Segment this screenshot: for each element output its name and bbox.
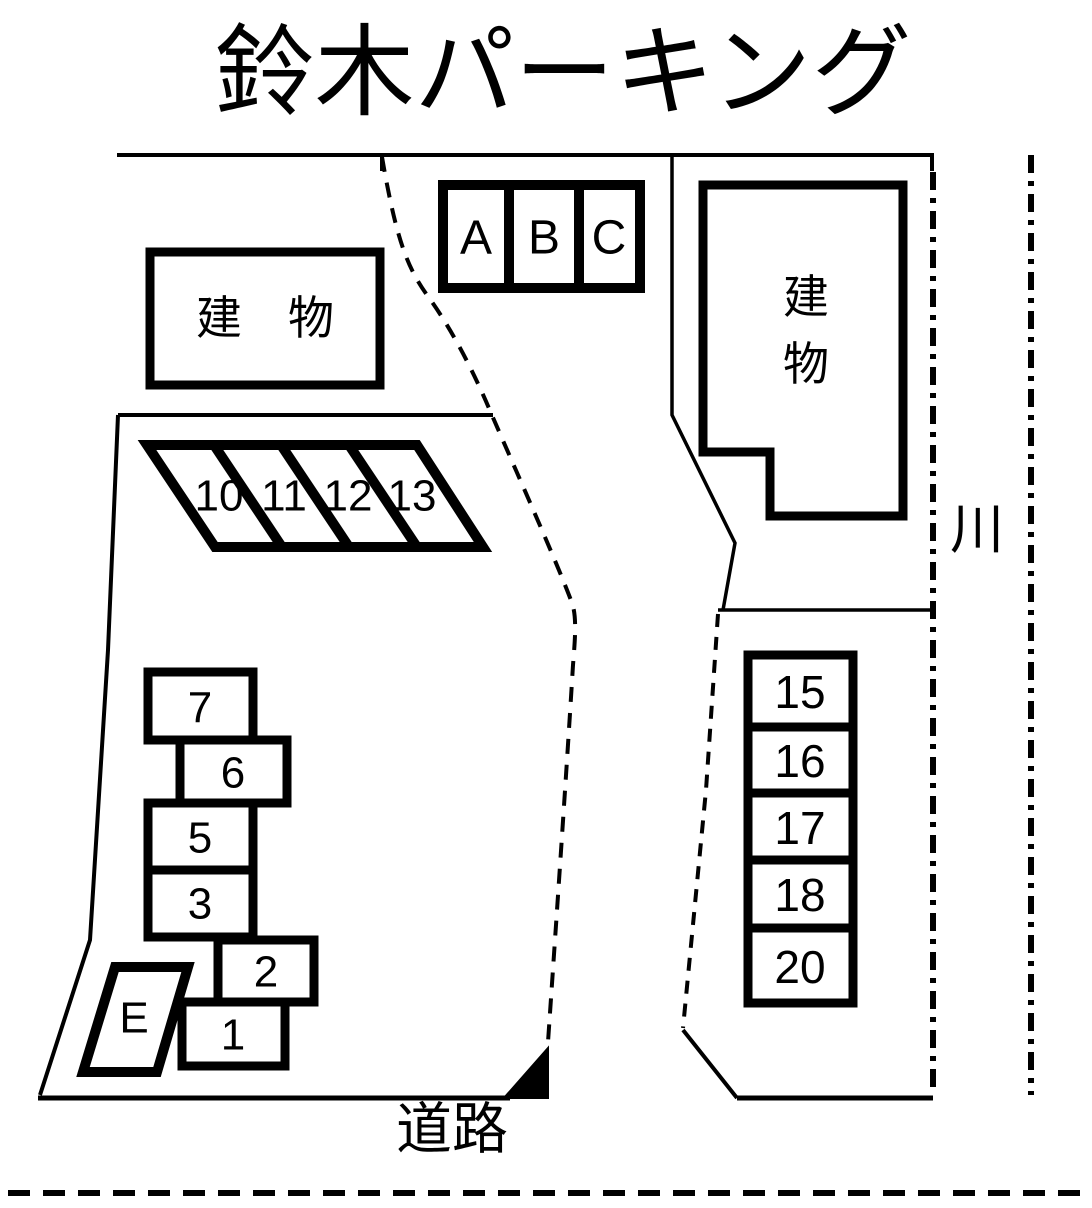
space-3-label: 3: [188, 880, 212, 929]
space-3-box: [143, 865, 258, 942]
right-building: [698, 180, 908, 521]
space-a-label: A: [460, 212, 492, 265]
slant-row-divider-1: [209, 442, 287, 550]
space-5-label: 5: [188, 814, 212, 863]
top-boundary-line: [117, 153, 934, 171]
space-15-label: 15: [774, 666, 825, 718]
river-label: 川: [950, 500, 1004, 560]
space-c-label: C: [592, 212, 627, 265]
space-7-box: [143, 667, 258, 745]
slant-row-divider-3: [344, 442, 422, 550]
page-title: 鈴木パーキング: [215, 17, 912, 129]
right-building-label-top: 建: [783, 271, 829, 323]
roof-row-frame: [438, 180, 645, 293]
space-13-label: 13: [388, 472, 437, 521]
road-label: 道路: [396, 1098, 508, 1161]
space-6-label: 6: [221, 749, 245, 798]
space-20-box: [743, 923, 858, 1008]
space-11-label: 11: [261, 472, 307, 521]
space-16-box: [743, 722, 858, 798]
lower-right-dashed-edge: [681, 613, 720, 1029]
entrance-triangle: [501, 1045, 549, 1099]
space-1-label: 1: [221, 1011, 245, 1060]
slant-row-divider-2: [276, 442, 354, 550]
space-2-label: 2: [254, 948, 278, 997]
space-2-box: [213, 935, 319, 1007]
space-20-label: 20: [774, 941, 825, 993]
space-b-label: B: [528, 212, 560, 265]
space-16-label: 16: [774, 735, 825, 787]
center-dashed-boundary: [380, 156, 578, 1043]
space-1-box: [177, 997, 290, 1071]
right-building-label-bottom: 物: [783, 338, 829, 390]
lower-right-diagonal-line: [681, 1028, 739, 1100]
space-6-box: [175, 735, 292, 808]
space-7-label: 7: [188, 684, 212, 733]
left-plot-outline: [38, 414, 120, 1096]
space-10-label: 10: [195, 472, 244, 521]
space-17-label: 17: [774, 802, 825, 854]
space-e-label: E: [119, 994, 148, 1043]
space-12-label: 12: [324, 472, 373, 521]
middle-divider-line: [670, 157, 737, 611]
left-building: [145, 247, 385, 390]
space-18-label: 18: [774, 869, 825, 921]
space-e-box: [76, 962, 195, 1077]
space-15-box: [743, 650, 858, 732]
left-building-label: 建 物: [196, 292, 334, 344]
